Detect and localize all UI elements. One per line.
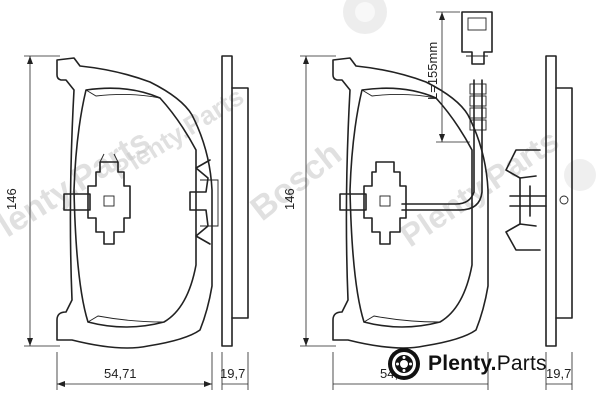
right-pad-chamfer-bottom <box>363 315 441 323</box>
watermark-text-left: Plenty.Parts <box>0 122 157 257</box>
right-side-friction <box>555 87 573 319</box>
right-side-backing <box>545 55 557 347</box>
left-pad-chamfer-top <box>85 89 161 99</box>
left-pad-side-view <box>189 55 249 347</box>
left-side-backing <box>221 55 233 347</box>
watermark-logo-icon-core <box>355 2 375 22</box>
dimension-width-left: 54,71 <box>104 366 137 381</box>
right-pad-backing-plate <box>332 57 489 349</box>
plenty-parts-logo: Plenty.Parts <box>386 344 596 384</box>
dimension-thickness-left: 19,7 <box>220 366 245 381</box>
logo-text-name: Plenty <box>428 352 491 375</box>
left-pad-spring-clip <box>87 161 131 245</box>
logo-text-suffix: Parts <box>496 352 547 375</box>
wear-sensor-connector <box>461 11 493 65</box>
logo-text-dot: . <box>490 352 497 375</box>
dimension-lines <box>24 11 573 390</box>
right-pad-front-view <box>332 11 493 349</box>
wear-sensor-cable <box>401 79 475 205</box>
wear-sensor-bellows <box>469 83 487 131</box>
right-pad-spring-clip <box>363 161 407 245</box>
wear-sensor-connector-latch <box>467 17 487 31</box>
brake-disc-icon <box>388 348 420 380</box>
left-side-clip-inner <box>200 179 219 227</box>
right-pad-clip-arm <box>339 193 367 211</box>
left-pad-clip-arm <box>63 193 91 211</box>
right-pad-clip-center <box>379 195 391 207</box>
dimension-height-left: 146 <box>4 188 19 210</box>
left-pad-clip-tab <box>99 153 105 163</box>
right-side-clip-upper <box>505 149 541 179</box>
right-pad-friction-material <box>349 87 473 328</box>
watermark-brand-text: Bosch <box>244 134 349 228</box>
left-pad-clip-center <box>103 195 115 207</box>
left-pad-backing-plate <box>56 57 213 349</box>
left-side-friction <box>231 87 249 319</box>
logo-text: Plenty.Parts <box>428 352 547 376</box>
right-pad-chamfer-top <box>361 89 437 99</box>
dimension-cable-length: L=155mm <box>425 42 440 100</box>
left-pad-friction-material <box>73 87 197 328</box>
left-pad-chamfer-bottom <box>87 315 165 323</box>
left-pad-clip-tab-2 <box>113 153 119 163</box>
right-side-rivet <box>559 195 569 205</box>
left-side-clip <box>189 159 211 245</box>
right-side-clip-lower <box>505 223 541 251</box>
right-side-clip-body <box>509 177 547 225</box>
watermark-logo-icon-right <box>564 159 596 191</box>
dimension-height-right: 146 <box>282 188 297 210</box>
wear-sensor-cable-outer <box>401 79 483 211</box>
right-pad-side-view <box>505 55 573 347</box>
dimension-thickness-right: 19,7 <box>546 366 571 381</box>
left-pad-front-view <box>56 57 213 349</box>
